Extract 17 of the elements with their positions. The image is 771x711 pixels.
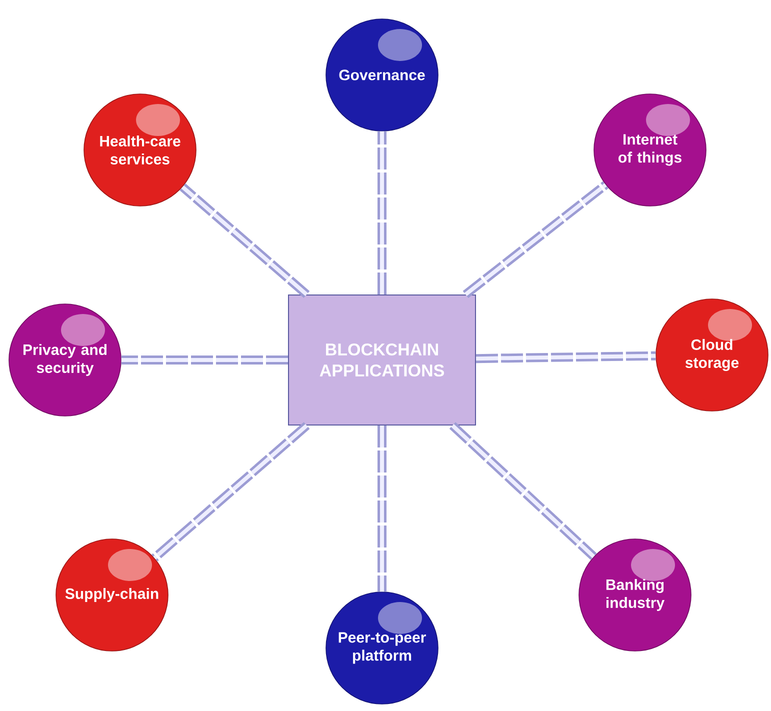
application-ball: Peer-to-peer platform xyxy=(326,592,438,704)
application-ball: Health-care services xyxy=(84,94,196,206)
application-ball: Governance xyxy=(326,18,438,132)
chain-link xyxy=(378,425,386,592)
chain-link xyxy=(378,131,386,294)
application-ball: Cloud storage xyxy=(656,298,768,412)
chain-link xyxy=(121,355,288,364)
chain-link xyxy=(152,422,310,562)
application-ball: Banking industry xyxy=(578,538,692,652)
title-box: BLOCKCHAIN APPLICATIONS xyxy=(288,294,476,426)
chain-link xyxy=(462,181,608,298)
application-ball: Supply-chain xyxy=(56,538,168,652)
chain-link xyxy=(180,184,310,298)
chain-link xyxy=(449,422,597,560)
chain-link xyxy=(476,351,656,364)
application-ball: Privacy and security xyxy=(8,304,122,416)
application-ball: Internet of things xyxy=(594,94,706,206)
